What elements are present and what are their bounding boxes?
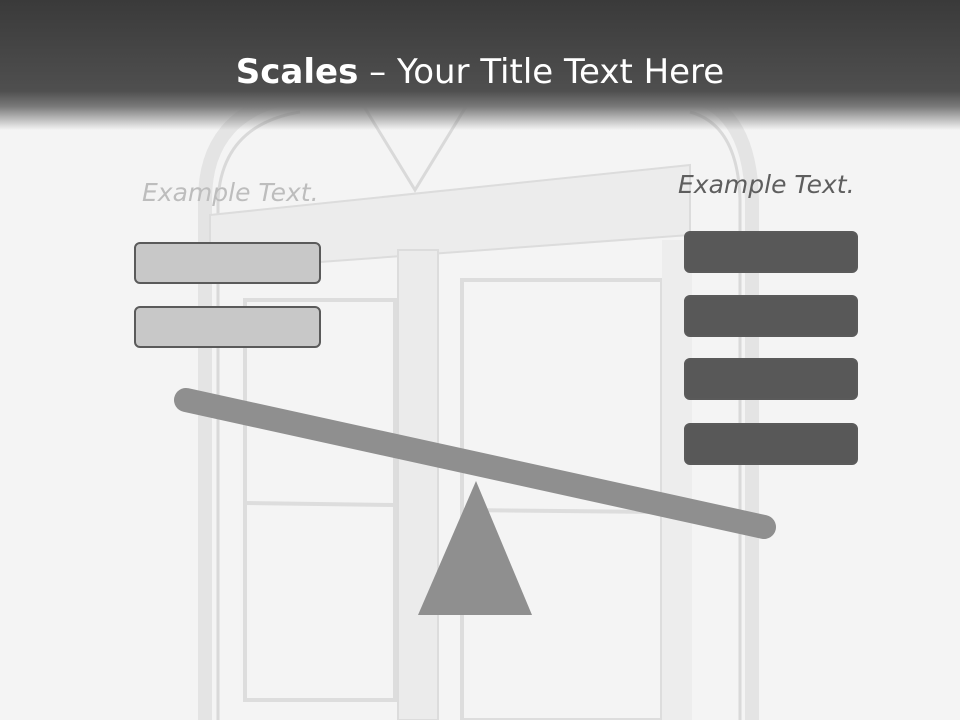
- right-box-2: [684, 295, 858, 337]
- scale-beam: [174, 388, 776, 539]
- left-example-text: Example Text.: [142, 178, 319, 207]
- title-bold: Scales: [235, 52, 359, 92]
- left-box-2: [134, 306, 321, 348]
- title-bar: Scales – Your Title Text Here: [0, 0, 960, 130]
- right-example-text: Example Text.: [678, 170, 855, 199]
- right-box-4: [684, 423, 858, 465]
- scale-fulcrum: [418, 481, 532, 615]
- slide-title: Scales – Your Title Text Here: [0, 52, 960, 92]
- right-box-3: [684, 358, 858, 400]
- right-box-1: [684, 231, 858, 273]
- title-rest: – Your Title Text Here: [358, 52, 725, 92]
- left-box-1: [134, 242, 321, 284]
